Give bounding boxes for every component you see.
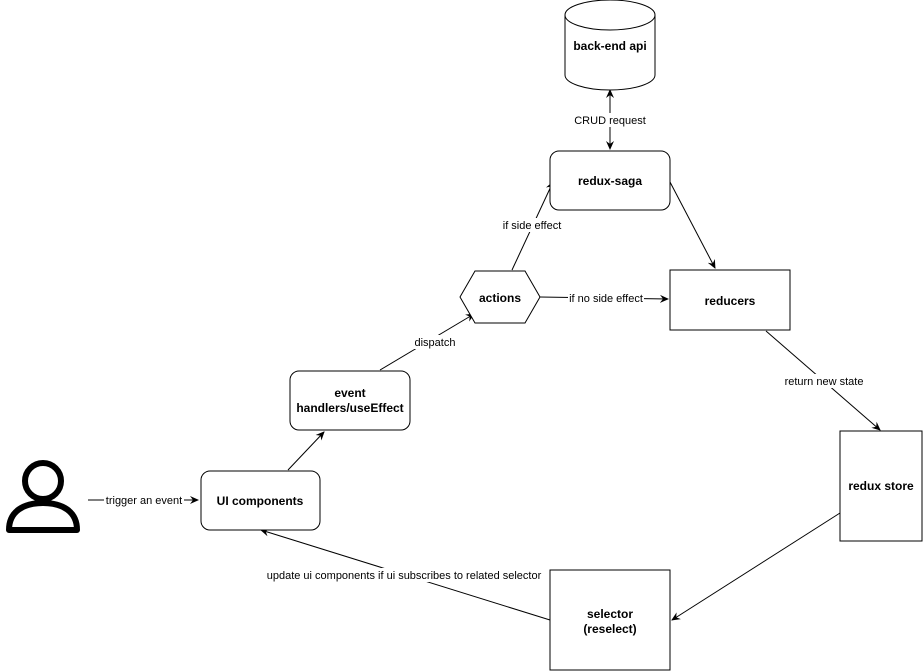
ui-components-node: UI components	[200, 470, 321, 531]
redux-saga-node: redux-saga	[549, 150, 671, 211]
edge-saga-to-reducers	[669, 181, 716, 269]
event-handlers-label-line2: handlers/useEffect	[296, 401, 403, 415]
event-handlers-node: event handlers/useEffect	[289, 370, 411, 431]
backend-api-node: back-end api	[564, 0, 656, 91]
selector-label-line1: selector	[587, 607, 633, 621]
selector-node: selector (reselect)	[549, 569, 671, 671]
edge-label-trigger: trigger an event	[106, 495, 182, 507]
redux-saga-label: redux-saga	[578, 174, 642, 188]
event-handlers-label-line1: event	[334, 386, 365, 400]
redux-store-label: redux store	[848, 479, 914, 493]
edge-label-no-side-effect: if no side effect	[569, 293, 643, 305]
edge-store-to-selector	[671, 512, 841, 621]
actions-label: actions	[479, 291, 521, 305]
backend-api-label: back-end api	[573, 39, 646, 53]
edge-label-return-state: return new state	[785, 376, 864, 388]
user-icon	[6, 460, 80, 533]
selector-label-line2: (reselect)	[583, 622, 636, 636]
ui-components-label: UI components	[217, 494, 304, 508]
edge-label-dispatch: dispatch	[415, 337, 456, 349]
edge-label-side-effect: if side effect	[503, 220, 562, 232]
edge-ui-to-handlers	[287, 431, 325, 471]
reducers-label: reducers	[705, 294, 756, 308]
edge-label-update-ui: update ui components if ui subscribes to…	[267, 570, 542, 582]
edge-label-crud: CRUD request	[574, 115, 646, 127]
actions-node: actions	[459, 270, 541, 324]
redux-store-node: redux store	[839, 430, 923, 542]
reducers-node: reducers	[669, 269, 791, 331]
